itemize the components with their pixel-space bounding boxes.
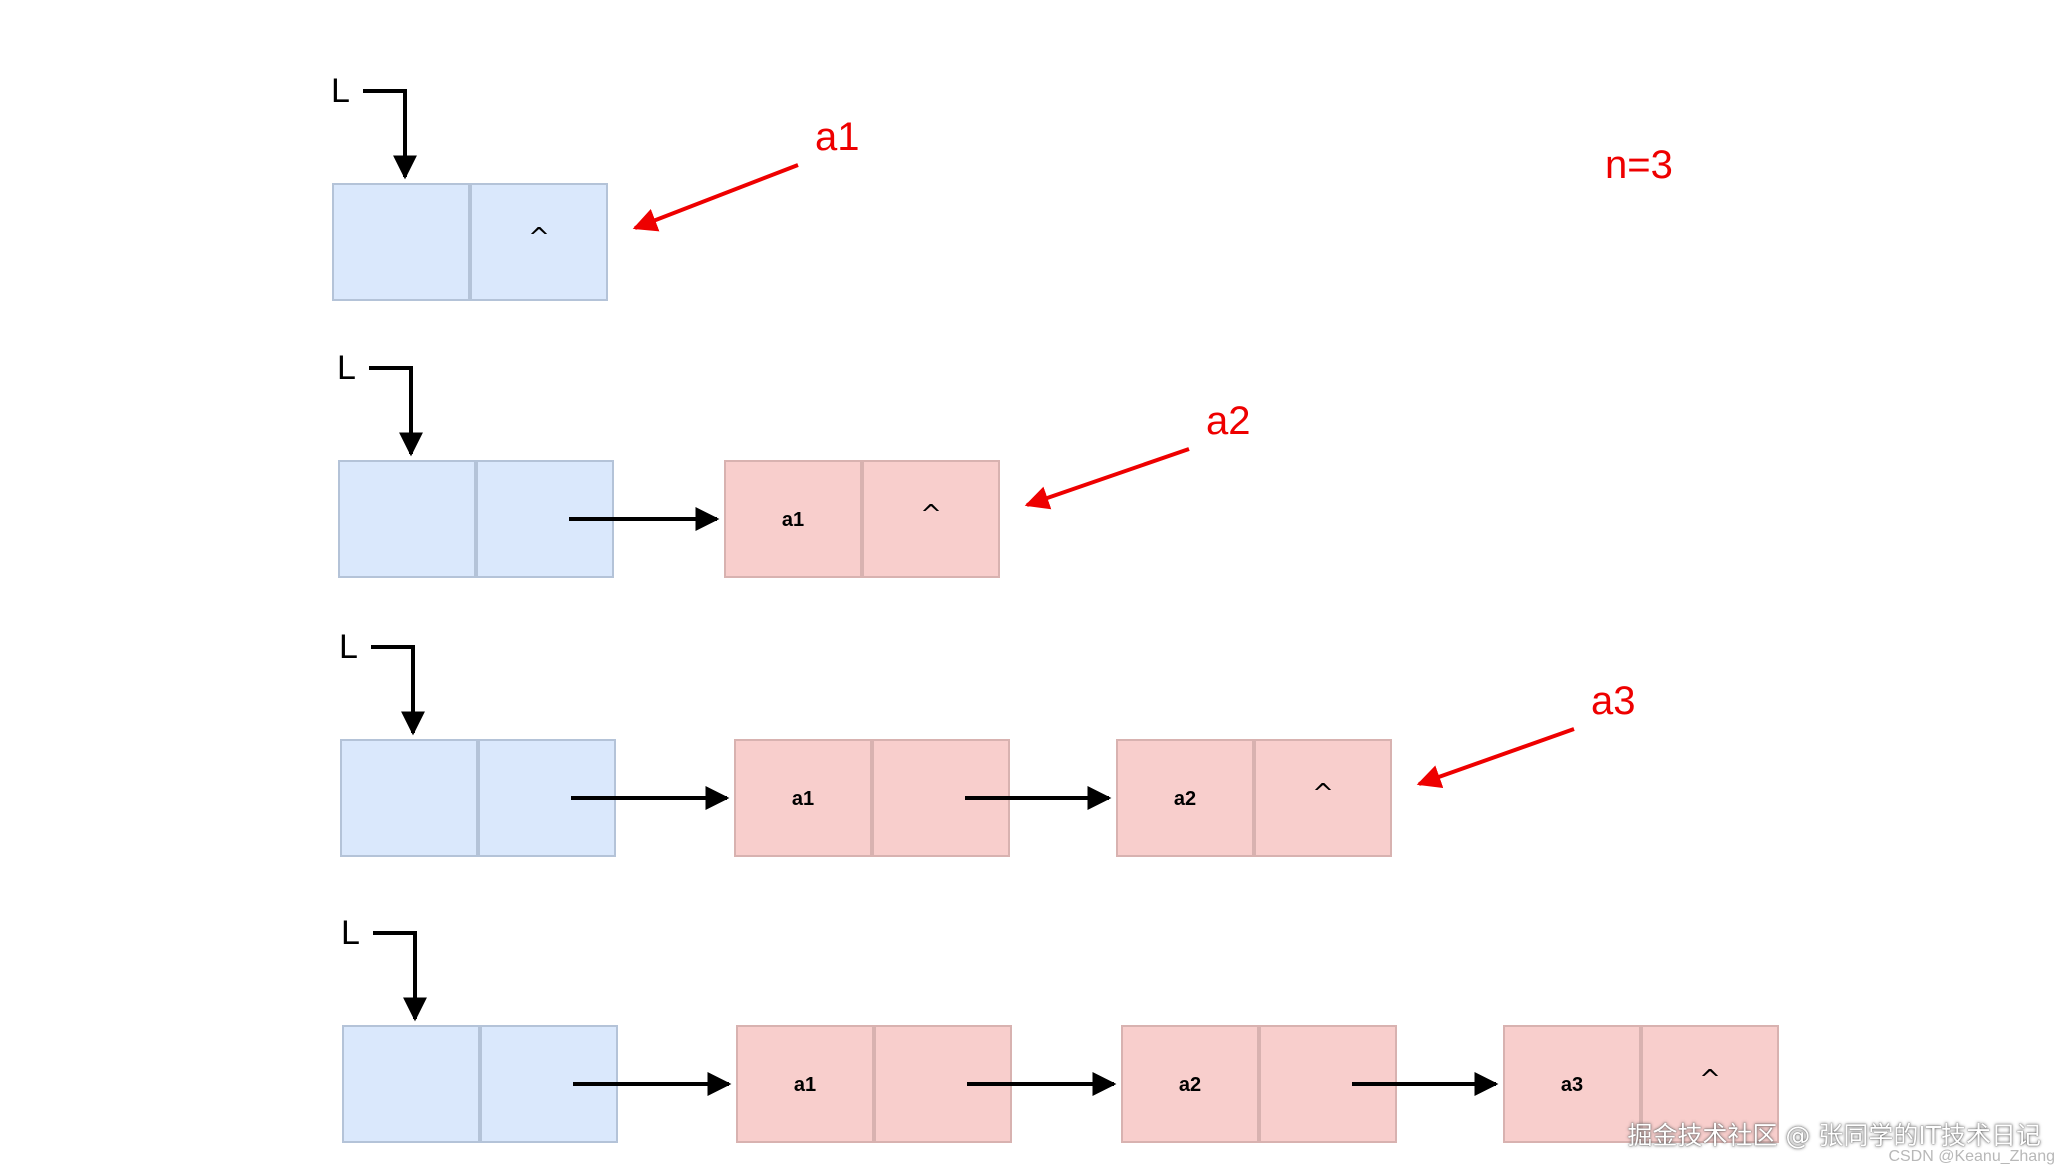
annotation-label: a3 — [1591, 679, 1636, 723]
node-data-value: a1 — [792, 788, 814, 810]
head-pointer-arrow — [373, 931, 427, 1022]
annotation-arrow — [632, 163, 799, 232]
node-data-value: a1 — [782, 509, 804, 531]
annotation-arrow — [1416, 727, 1575, 789]
head-node — [338, 460, 720, 578]
node-data-field — [340, 739, 478, 857]
node-data-field — [342, 1025, 480, 1143]
annotation-label: a2 — [1206, 399, 1251, 443]
annotation-arrow — [1024, 447, 1190, 510]
data-node-a1: a1 — [736, 1025, 1117, 1143]
list-row-4: La1 a2 a3 ^ — [341, 914, 1779, 1143]
head-node: ^ — [332, 183, 608, 301]
node-data-field — [1121, 1025, 1259, 1143]
node-next-field — [1641, 1025, 1779, 1143]
head-pointer-arrow — [369, 366, 423, 457]
node-data-field — [1116, 739, 1254, 857]
null-pointer-symbol: ^ — [1312, 779, 1334, 809]
annotation-label: a1 — [815, 115, 860, 159]
watermark-primary: 掘金技术社区 @ 张同学的IT技术日记 — [1627, 1121, 2041, 1150]
node-data-field — [1503, 1025, 1641, 1143]
node-data-field — [724, 460, 862, 578]
list-row-3: La1 a2 ^ a3 — [339, 628, 1636, 857]
list-row-1: L ^ a1 — [331, 72, 860, 301]
null-pointer-symbol: ^ — [1699, 1065, 1721, 1095]
data-node-a2: a2 — [1121, 1025, 1499, 1143]
node-next-field — [470, 183, 608, 301]
head-pointer-label: L — [331, 72, 350, 110]
data-node-a1: a1 — [734, 739, 1112, 857]
node-next-field — [862, 460, 1000, 578]
head-node — [342, 1025, 732, 1143]
null-pointer-symbol: ^ — [920, 500, 942, 530]
node-data-value: a3 — [1561, 1074, 1583, 1096]
null-pointer-symbol: ^ — [528, 223, 550, 253]
node-count-label: n=3 — [1605, 143, 1673, 187]
node-data-value: a2 — [1179, 1074, 1201, 1096]
node-data-field — [736, 1025, 874, 1143]
node-data-field — [734, 739, 872, 857]
head-node — [340, 739, 730, 857]
head-pointer-label: L — [337, 349, 356, 387]
node-data-value: a2 — [1174, 788, 1196, 810]
watermark-secondary: CSDN @Keanu_Zhang — [1888, 1148, 2055, 1165]
head-pointer-arrow — [371, 645, 425, 736]
node-data-field — [332, 183, 470, 301]
data-node-a2: a2 ^ — [1116, 739, 1392, 857]
node-next-field — [1254, 739, 1392, 857]
data-node-a3: a3 ^ — [1503, 1025, 1779, 1143]
node-data-value: a1 — [794, 1074, 816, 1096]
list-row-2: La1 ^ a2 — [337, 349, 1251, 578]
head-pointer-label: L — [339, 628, 358, 666]
node-data-field — [338, 460, 476, 578]
data-node-a1: a1 ^ — [724, 460, 1000, 578]
head-pointer-label: L — [341, 914, 360, 952]
head-pointer-arrow — [363, 89, 417, 180]
